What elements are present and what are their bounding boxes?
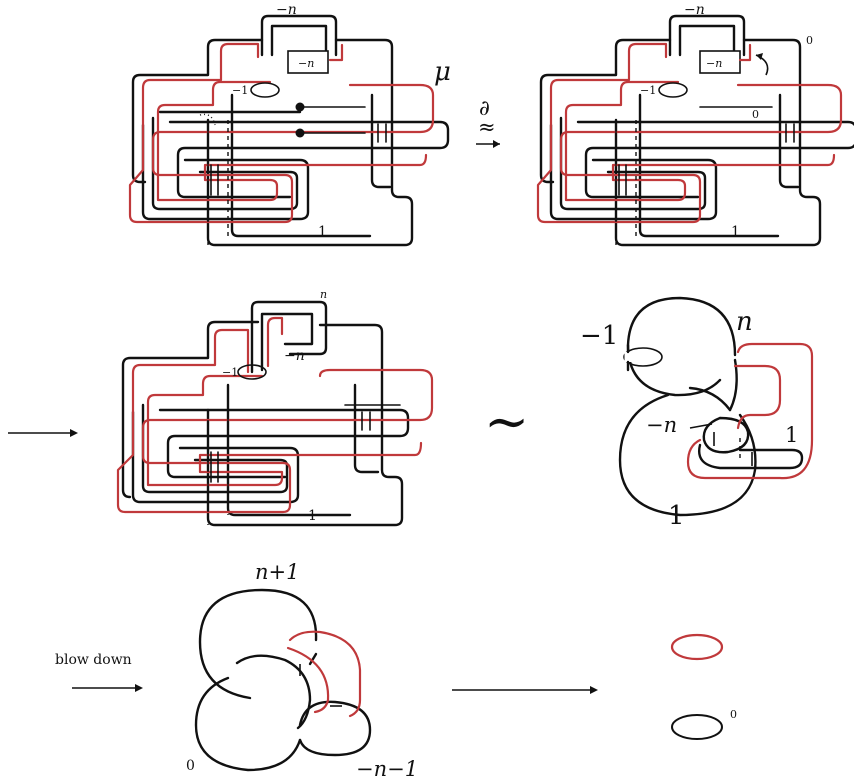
boundary-diffeo-arrow: ∂ ≈ — [476, 96, 500, 148]
row2-left-arrow — [8, 429, 78, 437]
arrow1-mid-symbol: ≈ — [478, 115, 496, 139]
panel2-top-label: −n — [684, 2, 705, 18]
panel4-right-label: 1 — [785, 423, 798, 447]
panel-5-kirby-diagram: n+1 0 −n−1 — [186, 560, 418, 781]
panel4-top-label: n — [736, 307, 753, 337]
meridian-circle — [250, 82, 280, 98]
black-unknot — [671, 714, 723, 740]
panel-2-kirby-diagram: −n −n −1 0 0 1 — [536, 2, 854, 247]
twist-box — [699, 50, 741, 74]
panel1-bottom-label: 1 — [318, 224, 327, 240]
meridian-circle — [623, 347, 663, 367]
panel-1-kirby-diagram: −n −n −1 μ 1 — [128, 2, 451, 247]
panel-4-kirby-diagram: −1 n −n 1 1 — [580, 296, 814, 531]
panel1-small-label: −1 — [232, 84, 248, 97]
panel3-bottom-label: 1 — [308, 508, 317, 524]
sim-symbol: ∼ — [484, 390, 529, 453]
blow-down-label: blow down — [55, 652, 132, 668]
panel5-top-label: n+1 — [255, 560, 299, 584]
panel2-box-label: −n — [706, 57, 722, 70]
blow-down-arrow: blow down — [55, 652, 143, 692]
panel1-mu-label: μ — [434, 57, 451, 87]
panel6-unknot-label: 0 — [730, 708, 737, 721]
panel2-small-label: −1 — [640, 84, 656, 97]
panel4-mid-label: −n — [646, 413, 677, 437]
panel1-box-label: −n — [298, 57, 314, 70]
panel3-mid-label: −n — [284, 348, 305, 364]
final-arrow — [452, 686, 598, 694]
panel-6-unlink: 0 — [670, 633, 737, 740]
meridian-circle — [658, 82, 688, 98]
panel3-top-label: n — [320, 288, 327, 301]
panel-3-kirby-diagram: n −n −1 1 — [116, 288, 434, 527]
panel1-top-label: −n — [276, 2, 297, 18]
panel2-mid-label: 0 — [752, 108, 759, 121]
meridian-circle — [237, 364, 267, 380]
panel3-small-label: −1 — [222, 366, 238, 379]
panel5-left-label: 0 — [186, 758, 195, 774]
twist-box — [287, 50, 329, 74]
panel4-bottom-label: 1 — [668, 501, 685, 531]
panel2-bottom-label: 1 — [731, 224, 740, 240]
panel5-bottom-label: −n−1 — [356, 757, 418, 781]
panel4-left-label: −1 — [580, 321, 618, 351]
red-unknot — [670, 633, 724, 661]
arrow1-top-symbol: ∂ — [479, 96, 490, 120]
panel2-right-label: 0 — [806, 34, 813, 47]
